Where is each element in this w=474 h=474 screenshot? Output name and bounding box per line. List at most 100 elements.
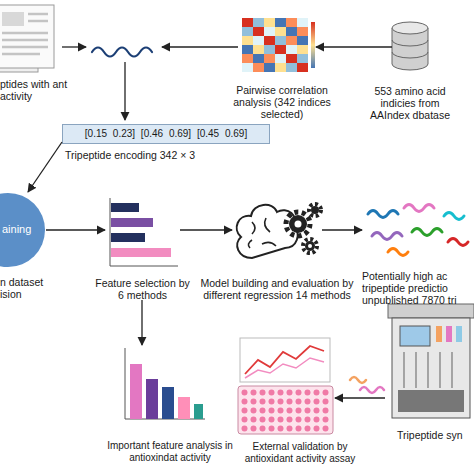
training-circle: ainingn dataset ision [0,192,46,268]
flow-arrow [141,300,142,345]
brain-gears-icon [289,215,307,233]
peptide-squiggles [350,377,384,393]
heatmap [253,54,264,63]
peptide-squiggles [404,205,434,212]
heatmap [297,63,308,72]
document-icon [2,46,48,49]
heatmap [253,18,264,27]
document-icon [2,14,48,54]
heatmap [242,54,253,63]
heatmap [286,54,297,63]
synthesizer-machine [439,352,440,388]
synthesizer-machine [388,304,474,418]
feature-analysis-box: Important feature analysis in antioxinda… [120,345,205,420]
synthesizer-machine [392,318,470,418]
node-label: Potentially high ac tripeptide predictio… [362,270,474,306]
node-label: n dataset ision [0,276,56,300]
flow-arrow [316,46,392,47]
synthesizer-box: Tripeptide syn [385,300,474,425]
feature-bar-chart [110,266,178,267]
synthesizer-machine [446,326,452,342]
node-label: [0.15 0.23] [0.46 0.69] [0.45 0.69] [63,128,269,140]
encoding-box: [0.15 0.23] [0.46 0.69] [0.45 0.69]Tripe… [62,124,270,144]
heatmap [264,18,275,27]
database-cylinder [392,40,428,46]
heatmap [242,18,253,27]
heatmap [264,36,275,45]
synthesizer-machine [404,352,452,388]
synthesizer-machine [451,352,452,388]
peptide-wave [92,48,152,57]
feature-selection-box: Feature selection by 6 methods [105,195,180,300]
assay-plate [245,346,324,374]
importance-bar-chart [146,379,158,419]
node-label: 553 amino acid indicies from AAIndex dba… [365,85,455,121]
peptide-squiggles [372,233,402,240]
synthesizer-machine [456,326,462,342]
feature-bar-chart [111,218,153,227]
flow-arrow [180,229,232,230]
peptide-squiggles [412,229,442,236]
assay-plate [238,338,333,434]
document-icon [2,53,40,56]
node-label: Tripeptide encoding 342 × 3 [65,149,245,161]
feature-bar-chart [111,203,139,212]
flow-arrow [46,229,105,230]
peptide-squiggles [388,249,408,256]
heatmap [264,27,275,36]
heatmap [297,36,308,45]
flow-arrow [28,142,62,192]
heatmap [242,36,253,45]
heatmap [297,27,308,36]
document-icon [28,20,48,23]
feature-bar-chart [111,233,145,242]
brain-gears-icon [303,239,317,253]
flow-arrow [162,46,238,47]
flow-arrow [62,46,86,47]
brain-gears-icon [295,221,302,228]
synthesizer-machine [403,352,404,388]
brain-gears-icon [305,241,315,251]
flow-arrow [335,397,385,398]
flow-arrow [124,62,125,120]
peptide-squiggles [368,211,398,218]
peptide-squiggles [448,239,468,246]
heatmap [242,18,315,72]
heatmap [253,63,264,72]
peptide-squiggles [444,213,464,220]
node-label: Feature selection by 6 methods [95,277,190,301]
brain-gears-icon [237,204,321,258]
node-label: ptides with ant activity [0,78,72,102]
brain-gears-icon [237,205,298,258]
heatmap [297,18,308,27]
database-cylinder [392,22,428,34]
circle-shape [0,193,45,267]
node-label: Important feature analysis in antioxinda… [100,440,240,464]
importance-bar-chart [130,364,142,419]
synthesizer-machine [400,326,430,346]
brain-gears-icon [309,204,321,216]
peptide-squiggles [368,205,468,256]
input-document: ptides with ant activity [0,5,58,70]
heatmap [253,36,264,45]
node-label: Model building and evaluation by differe… [193,277,361,301]
node-label: aining [2,223,44,235]
synthesizer-machine [436,326,442,342]
brain-gears-icon [248,218,276,248]
database-cylinder [392,52,428,58]
brain-gears-icon [286,212,310,236]
heatmap [264,63,275,72]
node-label: External validation by antioxidant activ… [240,441,360,465]
brain-gears-icon [311,206,319,214]
feature-bar-chart [110,198,111,266]
feature-bar-chart [111,248,171,257]
document-icon [2,12,24,26]
heatmap [275,54,286,63]
heatmap [311,22,315,68]
node-label: Tripeptide syn [397,429,474,441]
document-icon [28,13,48,16]
heatmap [275,45,286,54]
database-box: 553 amino acid indicies from AAIndex dba… [392,20,428,72]
